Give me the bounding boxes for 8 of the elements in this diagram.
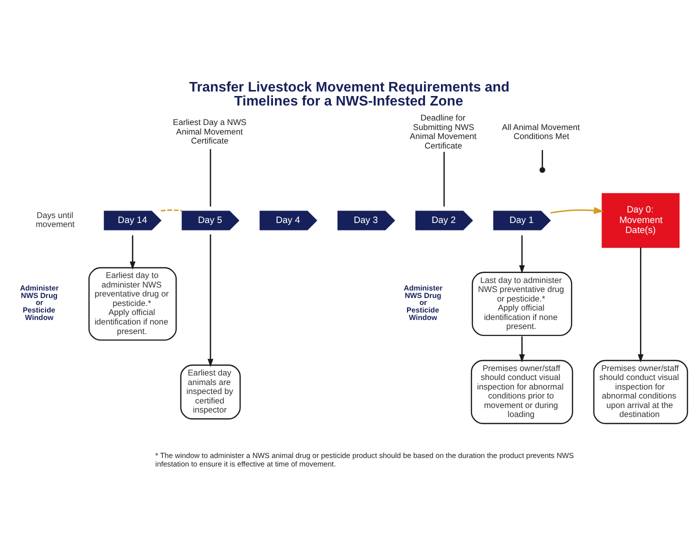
node-text: All Animal Movement Conditions Met (502, 122, 580, 142)
diagram-title: Transfer Livestock Movement Requirements and Timelines for a NWS-Infested Zone (189, 78, 510, 109)
label: Days until movement (36, 210, 75, 230)
label: * The window to administer a NWS animal drug or pesticide product should be based on the duration the product prevents NWS infestation to ensure it is effective at time of movement. (155, 451, 574, 469)
node-text: Deadline for Submitting NWS Animal Movement Certificate (410, 112, 476, 150)
label: Administer NWS Drug or Pesticide Window (20, 283, 59, 322)
label: Administer NWS Drug or Pesticide Window (404, 283, 442, 322)
node-text: Earliest Day a NWS Animal Movement Certificate (172, 117, 247, 146)
